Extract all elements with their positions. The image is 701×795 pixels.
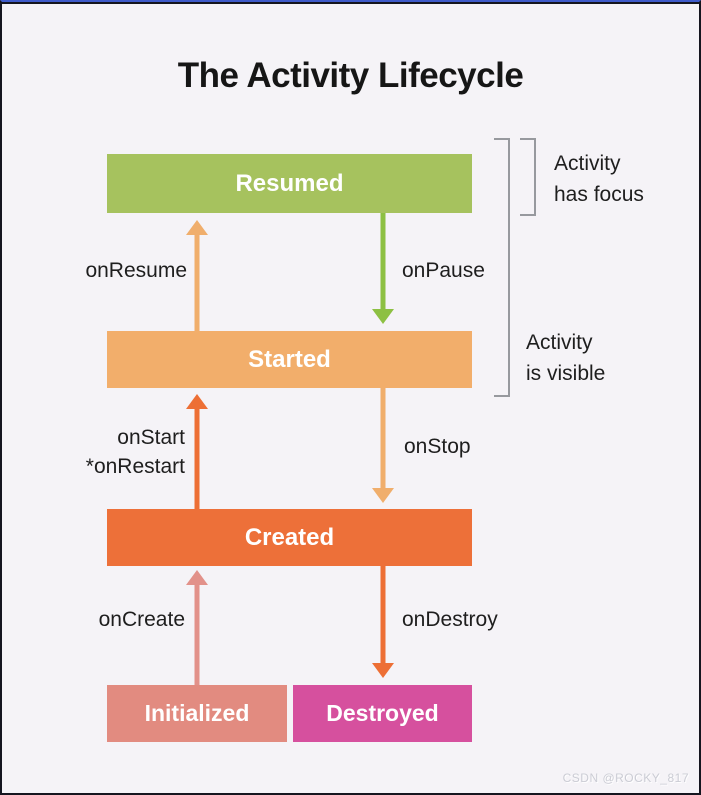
arrow-up-oncreate-icon [186, 570, 208, 685]
transition-label-onstart-line2: *onRestart [85, 455, 185, 478]
state-destroyed: Destroyed [293, 685, 472, 742]
arrow-down-onpause-icon [372, 213, 394, 324]
state-created-label: Created [244, 523, 335, 551]
arrow-stem [194, 583, 200, 685]
transition-label-ondestroy: onDestroy [402, 608, 498, 631]
annotation-activity-has-focus: Activity has focus [554, 148, 644, 210]
annotation-activity-is-visible: Activity is visible [526, 327, 605, 389]
frame-top-edge [2, 2, 699, 4]
bracket-activity-has-focus [520, 138, 536, 216]
transition-label-onstart: onStart *onRestart [42, 423, 185, 481]
annotation-focus-line2: has focus [554, 183, 644, 206]
annotation-visible-line2: is visible [526, 362, 606, 385]
arrow-down-onstop-icon [372, 388, 394, 503]
state-destroyed-label: Destroyed [326, 700, 439, 726]
bracket-activity-is-visible [494, 138, 510, 397]
annotation-focus-line1: Activity [554, 152, 621, 175]
page-title: The Activity Lifecycle [177, 56, 524, 95]
transition-label-onpause: onPause [402, 259, 485, 282]
arrow-stem [380, 566, 386, 665]
arrow-stem [380, 388, 386, 490]
arrowhead-icon [186, 220, 208, 235]
state-resumed-label: Resumed [235, 169, 344, 197]
arrow-up-onresume-icon [186, 220, 208, 331]
transition-label-onstop: onStop [404, 435, 471, 458]
arrow-up-onstart-icon [186, 394, 208, 509]
arrowhead-icon [372, 663, 394, 678]
watermark: CSDN @ROCKY_817 [562, 771, 689, 785]
arrow-stem [194, 233, 200, 331]
transition-label-oncreate: onCreate [98, 608, 185, 631]
annotation-visible-line1: Activity [526, 331, 593, 354]
state-resumed: Resumed [107, 154, 472, 213]
state-initialized: Initialized [107, 685, 287, 742]
state-started: Started [107, 331, 472, 388]
state-initialized-label: Initialized [144, 700, 250, 726]
arrow-down-ondestroy-icon [372, 566, 394, 678]
arrowhead-icon [186, 570, 208, 585]
arrowhead-icon [372, 488, 394, 503]
arrowhead-icon [372, 309, 394, 324]
arrow-stem [194, 407, 200, 509]
transition-label-onstart-line1: onStart [117, 426, 185, 449]
arrowhead-icon [186, 394, 208, 409]
state-started-label: Started [248, 345, 331, 373]
state-created: Created [107, 509, 472, 566]
arrow-stem [380, 213, 386, 311]
transition-label-onresume: onResume [85, 259, 187, 282]
